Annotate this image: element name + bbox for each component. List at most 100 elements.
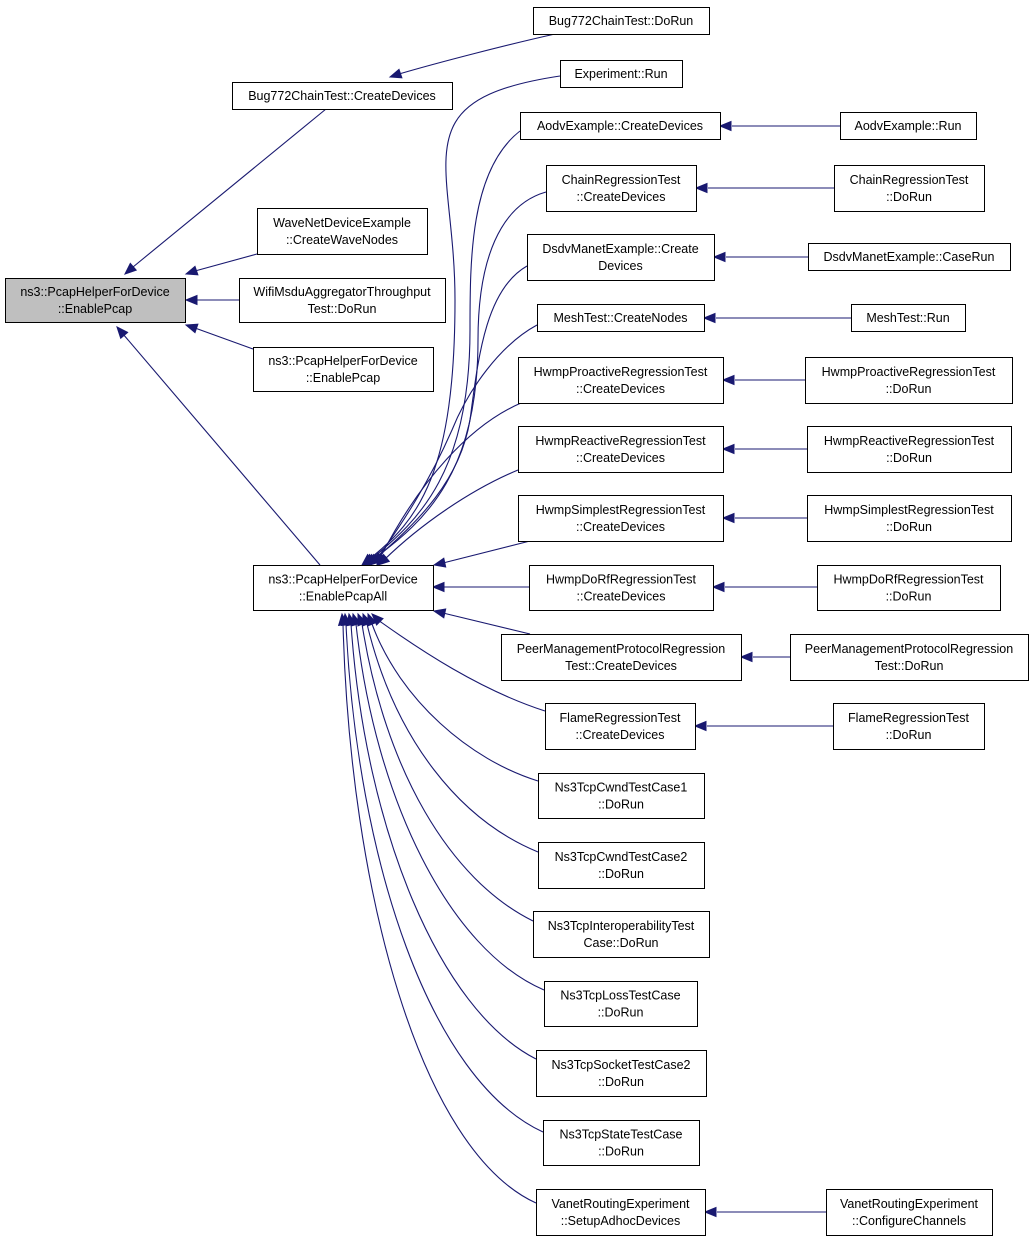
node-box — [538, 773, 705, 819]
node-box — [544, 981, 698, 1027]
node-hdorf-run[interactable]: HwmpDoRfRegressionTest::DoRun — [817, 565, 1001, 611]
node-loss[interactable]: Ns3TcpLossTestCase::DoRun — [544, 981, 698, 1027]
node-hpro-run[interactable]: HwmpProactiveRegressionTest::DoRun — [805, 357, 1013, 404]
node-label-line: WaveNetDeviceExample — [273, 216, 411, 230]
node-label-line: ::DoRun — [886, 190, 932, 204]
arrowhead-bug_create-to-root — [124, 262, 138, 275]
edge-loss-to-enableall — [355, 623, 545, 991]
node-label-line: Ns3TcpLossTestCase — [560, 989, 680, 1003]
node-aodv-run[interactable]: AodvExample::Run — [840, 112, 977, 140]
node-cwnd1[interactable]: Ns3TcpCwndTestCase1::DoRun — [538, 773, 705, 819]
node-mesh-run[interactable]: MeshTest::Run — [851, 304, 966, 332]
node-label-line: ChainRegressionTest — [562, 173, 681, 187]
node-chain-run[interactable]: ChainRegressionTest::DoRun — [834, 165, 985, 212]
node-hdorf-create[interactable]: HwmpDoRfRegressionTest::CreateDevices — [529, 565, 714, 611]
arrowhead-hsim_create-to-enableall — [432, 557, 447, 568]
node-dsdv-create[interactable]: DsdvManetExample::CreateDevices — [527, 234, 715, 281]
node-label-line: ::DoRun — [886, 451, 932, 465]
node-socket2[interactable]: Ns3TcpSocketTestCase2::DoRun — [536, 1050, 707, 1097]
node-label-line: ::ConfigureChannels — [852, 1214, 966, 1228]
node-box — [834, 165, 985, 212]
arrowhead-dsdv_run-to-dsdv_create — [712, 251, 726, 263]
node-label-line: HwmpSimplestRegressionTest — [536, 503, 706, 517]
node-label-line: Ns3TcpSocketTestCase2 — [552, 1058, 691, 1072]
node-label-line: HwmpReactiveRegressionTest — [824, 434, 995, 448]
node-label-line: PeerManagementProtocolRegression — [517, 642, 725, 656]
node-vanet-setup[interactable]: VanetRoutingExperiment::SetupAdhocDevice… — [536, 1189, 706, 1236]
node-box — [817, 565, 1001, 611]
node-label-line: MeshTest::Run — [866, 311, 949, 325]
edge-state-to-enableall — [345, 623, 544, 1133]
node-aodv-create[interactable]: AodvExample::CreateDevices — [520, 112, 721, 140]
node-peer-create[interactable]: PeerManagementProtocolRegressionTest::Cr… — [501, 634, 742, 681]
node-label-line: ::EnablePcap — [58, 302, 132, 316]
node-hsim-create[interactable]: HwmpSimplestRegressionTest::CreateDevice… — [518, 495, 724, 542]
node-wave[interactable]: WaveNetDeviceExample::CreateWaveNodes — [257, 208, 428, 255]
node-hpro-create[interactable]: HwmpProactiveRegressionTest::CreateDevic… — [518, 357, 724, 404]
node-label-line: ::DoRun — [598, 798, 644, 812]
node-label-line: MeshTest::CreateNodes — [553, 311, 687, 325]
node-label-line: HwmpProactiveRegressionTest — [822, 365, 996, 379]
node-box — [538, 842, 705, 889]
node-box — [808, 243, 1011, 271]
node-box — [518, 495, 724, 542]
node-box — [543, 1120, 700, 1166]
node-label-line: ::DoRun — [886, 590, 932, 604]
node-label-line: AodvExample::Run — [854, 119, 961, 133]
node-box — [533, 7, 710, 35]
node-box — [826, 1189, 993, 1236]
node-enablepcap2[interactable]: ns3::PcapHelperForDevice::EnablePcap — [253, 347, 434, 392]
node-label-line: Experiment::Run — [574, 67, 667, 81]
node-root[interactable]: ns3::PcapHelperForDevice::EnablePcap — [5, 278, 186, 323]
arrowhead-flame_run-to-flame_create — [693, 720, 707, 732]
node-chain-create[interactable]: ChainRegressionTest::CreateDevices — [546, 165, 697, 212]
arrowhead-hpro_run-to-hpro_create — [721, 374, 735, 386]
node-enableall[interactable]: ns3::PcapHelperForDevice::EnablePcapAll — [253, 565, 434, 611]
node-label-line: VanetRoutingExperiment — [551, 1197, 690, 1211]
node-label-line: HwmpDoRfRegressionTest — [833, 573, 984, 587]
node-hrea-create[interactable]: HwmpReactiveRegressionTest::CreateDevice… — [518, 426, 724, 473]
node-bug-dorun[interactable]: Bug772ChainTest::DoRun — [533, 7, 710, 35]
node-flame-run[interactable]: FlameRegressionTest::DoRun — [833, 703, 985, 750]
node-label-line: PeerManagementProtocolRegression — [805, 642, 1013, 656]
node-label-line: VanetRoutingExperiment — [840, 1197, 979, 1211]
node-label-line: HwmpProactiveRegressionTest — [534, 365, 708, 379]
arrowhead-peer_run-to-peer_create — [739, 651, 753, 663]
node-bug-create[interactable]: Bug772ChainTest::CreateDevices — [232, 82, 453, 110]
node-mesh-create[interactable]: MeshTest::CreateNodes — [537, 304, 705, 332]
node-vanet-conf[interactable]: VanetRoutingExperiment::ConfigureChannel… — [826, 1189, 993, 1236]
node-dsdv-run[interactable]: DsdvManetExample::CaseRun — [808, 243, 1011, 271]
node-label-line: Test::DoRun — [875, 659, 944, 673]
arrowhead-hrea_create-to-enableall — [376, 553, 391, 566]
node-hrea-run[interactable]: HwmpReactiveRegressionTest::DoRun — [807, 426, 1012, 473]
node-cwnd2[interactable]: Ns3TcpCwndTestCase2::DoRun — [538, 842, 705, 889]
edge-hpro_create-to-enableall — [379, 402, 522, 559]
node-label-line: ::EnablePcapAll — [299, 590, 387, 604]
node-hsim-run[interactable]: HwmpSimplestRegressionTest::DoRun — [807, 495, 1012, 542]
node-label-line: ::SetupAdhocDevices — [561, 1214, 681, 1228]
edge-aodv_create-to-enableall — [369, 130, 521, 561]
node-box — [257, 208, 428, 255]
node-peer-run[interactable]: PeerManagementProtocolRegressionTest::Do… — [790, 634, 1029, 681]
node-flame-create[interactable]: FlameRegressionTest::CreateDevices — [545, 703, 696, 750]
arrowhead-bug_dorun-to-bug_create — [388, 68, 403, 79]
node-label-line: Bug772ChainTest::CreateDevices — [248, 89, 436, 103]
node-box — [840, 112, 977, 140]
node-label-line: Test::DoRun — [308, 302, 377, 316]
node-label-line: Case::DoRun — [583, 936, 658, 950]
edge-hsim_create-to-enableall — [442, 540, 531, 564]
node-label-line: Bug772ChainTest::DoRun — [549, 14, 694, 28]
node-label-line: ns3::PcapHelperForDevice — [20, 285, 169, 299]
arrowhead-hrea_run-to-hrea_create — [721, 443, 735, 455]
arrowhead-mesh_run-to-mesh_create — [702, 312, 716, 324]
node-label-line: Ns3TcpCwndTestCase1 — [555, 781, 688, 795]
node-state[interactable]: Ns3TcpStateTestCase::DoRun — [543, 1120, 700, 1166]
node-experiment[interactable]: Experiment::Run — [560, 60, 683, 88]
arrowhead-wave-to-root — [184, 265, 199, 276]
node-box — [518, 426, 724, 473]
node-box — [560, 60, 683, 88]
arrowhead-peer_create-to-enableall — [432, 608, 447, 619]
